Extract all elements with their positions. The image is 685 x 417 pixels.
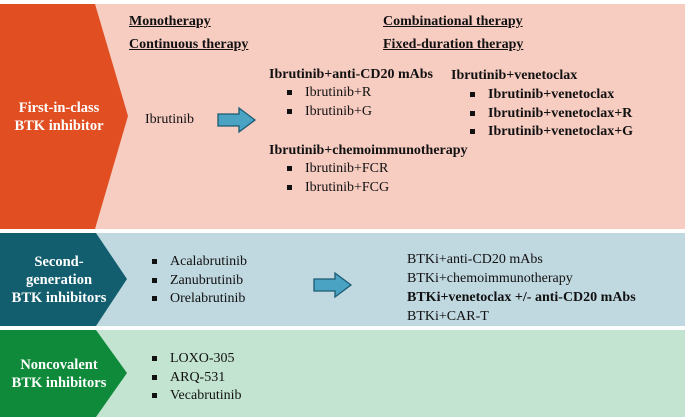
bullet-icon (152, 374, 157, 380)
btki-anti-cd20-text: BTKi+anti-CD20 mAbs (407, 252, 543, 267)
venetoclax-list: Ibrutinib+venetoclax Ibrutinib+venetocla… (470, 86, 633, 142)
list-item: Ibrutinib+R (287, 84, 372, 103)
bullet-icon (470, 92, 475, 97)
fixed-duration-therapy-header: Fixed-duration therapy (383, 37, 524, 52)
bullet-icon (470, 110, 475, 116)
noncovalent-panel (95, 330, 685, 417)
anti-cd20-list: Ibrutinib+R Ibrutinib+G (287, 84, 372, 121)
venetoclax-group-title: Ibrutinib+venetoclax (451, 68, 578, 83)
noncovalent-tag-line-2: BTK inhibitors (11, 374, 107, 391)
list-item: Ibrutinib+FCG (287, 179, 389, 198)
first-in-class-panel (95, 4, 685, 229)
first-in-class-tag-line-1: First-in-class (18, 99, 100, 116)
chemoimmunotherapy-group-title: Ibrutinib+chemoimmunotherapy (269, 143, 468, 158)
bullet-icon (287, 166, 292, 171)
bullet-icon (287, 184, 292, 190)
continuous-therapy-header: Continuous therapy (129, 37, 249, 52)
list-item: LOXO-305 (152, 350, 242, 369)
first-in-class-tag-shape (0, 4, 128, 229)
list-item: Ibrutinib+G (287, 103, 372, 122)
list-item: Ibrutinib+FCR (287, 160, 389, 179)
list-item: Zanubrutinib (152, 272, 247, 291)
noncovalent-tag-line-1: Noncovalent (20, 356, 98, 373)
list-item: Vecabrutinib (152, 387, 242, 406)
noncovalent-tag-shape (0, 330, 127, 417)
chemoimmunotherapy-list: Ibrutinib+FCR Ibrutinib+FCG (287, 160, 389, 197)
list-item: ARQ-531 (152, 369, 242, 388)
second-generation-tag-line-2: generation (25, 271, 93, 288)
list-item: Acalabrutinib (152, 253, 247, 272)
first-in-class-tag-line-2: BTK inhibitor (14, 117, 104, 134)
second-generation-tag-line-3: BTK inhibitors (11, 289, 107, 306)
second-generation-tag-line-1: Second- (34, 253, 84, 270)
noncovalent-tag: Noncovalent BTK inhibitors (0, 330, 118, 417)
btki-car-t-text: BTKi+CAR-T (407, 309, 489, 324)
bullet-icon (152, 259, 157, 264)
list-item: Ibrutinib+venetoclax+R (470, 105, 633, 124)
anti-cd20-group-title: Ibrutinib+anti-CD20 mAbs (269, 67, 433, 82)
second-generation-tag: Second- generation BTK inhibitors (0, 233, 118, 326)
bullet-icon (152, 277, 157, 283)
first-band-arrow-icon (217, 106, 257, 134)
bullet-icon (287, 108, 292, 114)
second-generation-panel (95, 233, 685, 326)
ibrutinib-label: Ibrutinib (145, 112, 194, 127)
bullet-icon (287, 90, 292, 95)
btki-chemoimmunotherapy-text: BTKi+chemoimmunotherapy (407, 271, 573, 286)
noncovalent-drug-list: LOXO-305 ARQ-531 Vecabrutinib (152, 350, 242, 406)
btki-venetoclax-text: BTKi+venetoclax +/- anti-CD20 mAbs (407, 290, 636, 305)
second-generation-drug-list: Acalabrutinib Zanubrutinib Orelabrutinib (152, 253, 247, 309)
second-generation-tag-shape (0, 233, 127, 326)
bullet-icon (470, 129, 475, 134)
bullet-icon (152, 356, 157, 361)
bullet-icon (152, 393, 157, 398)
second-band-arrow-icon (313, 271, 353, 299)
list-item: Orelabrutinib (152, 290, 247, 309)
combinational-therapy-header: Combinational therapy (383, 14, 523, 29)
bullet-icon (152, 296, 157, 301)
list-item: Ibrutinib+venetoclax (470, 86, 633, 105)
list-item: Ibrutinib+venetoclax+G (470, 123, 633, 142)
monotherapy-header: Monotherapy (129, 14, 211, 29)
first-in-class-tag: First-in-class BTK inhibitor (0, 4, 118, 229)
